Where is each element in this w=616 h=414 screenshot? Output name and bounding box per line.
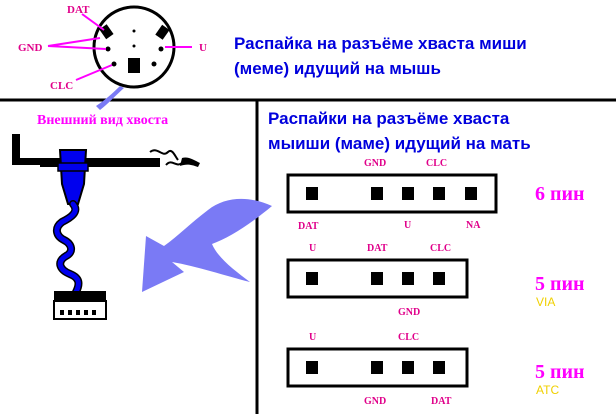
connector-key [128,58,140,73]
header3-sub-label: ATC [536,383,559,397]
header2-pin-gnd [402,272,414,285]
small-arrow-icon [96,86,124,110]
header1-bottom-u: U [404,220,411,231]
leader-clc [75,64,113,81]
header2-top-clc: CLC [430,243,451,254]
label-dat: DAT [67,4,90,16]
header1-pin-u [402,187,414,200]
header2-top-u: U [309,243,316,254]
header1-top-clc: CLC [426,158,447,169]
header1-pin-na [465,187,477,200]
header3-top-u: U [309,332,316,343]
leader-gnd-1 [47,37,101,47]
pin-gnd [105,46,111,52]
header3-pin-dat [433,361,445,374]
ps2-connector: DAT GND CLC U [18,4,207,92]
pin-nc-top [155,24,170,40]
label-clc: CLC [50,80,73,92]
blue-cable-inner [54,201,81,295]
header1-pin-clc [433,187,445,200]
leader-gnd-2 [47,45,107,50]
pin-nc [151,61,157,67]
blue-plug [58,149,88,205]
header3-pins-label: 5 пин [535,361,585,383]
header2-pins-label: 5 пин [535,273,585,295]
right-title-line1: Распайки на разъёме хваста [268,109,510,128]
header2-bottom-gnd: GND [398,307,420,318]
header2-pin-dat [371,272,383,285]
leader-dat [81,13,105,31]
top-title-line2: (меме) идущий на мышь [234,59,441,78]
header3-bottom-dat: DAT [431,396,452,407]
header2-pin-clc [433,272,445,285]
connector-plate [40,158,160,167]
header2-pin-u [306,272,318,285]
header1-top-gnd: GND [364,158,386,169]
header3-bottom-gnd: GND [364,396,386,407]
header2-top-dat: DAT [367,243,388,254]
header3-pin-u [306,361,318,374]
plug-ring [57,162,89,172]
header-plug-top [54,291,106,302]
label-u: U [199,42,207,54]
header1-frame [286,173,498,214]
pin-dot-mid [132,44,136,48]
header3-top-clc: CLC [398,332,419,343]
left-caption: Внешний вид хвоста [37,113,168,128]
label-gnd: GND [18,42,43,54]
mouse-cable-illustration [12,134,200,320]
header2-sub-label: VIA [536,295,555,309]
pin-u [158,46,164,52]
header1-bottom-na: NA [466,220,481,231]
large-arrow-icon [142,198,272,292]
header3-pin-gnd [371,361,383,374]
header1-pin-dat [306,187,318,200]
header3-pin-clc [402,361,414,374]
header-5pin-atc: U CLC GND DAT 5 пин ATC [286,332,585,407]
header-6pin: GND CLC DAT U NA 6 пин [286,158,585,232]
right-title-line2: мыиши (маме) идущий на мать [268,134,531,153]
header-plug-pins [60,310,96,315]
header1-pin-gnd [371,187,383,200]
header1-pins-label: 6 пин [535,183,585,205]
pin-dot-top [132,29,136,33]
header-5pin-via: U DAT CLC GND 5 пин VIA [286,243,585,318]
cable-extension [180,157,200,167]
header1-bottom-dat: DAT [298,221,319,232]
pin-clc [111,61,117,67]
top-title-line1: Распайка на разъёме хваста миши [234,34,527,53]
